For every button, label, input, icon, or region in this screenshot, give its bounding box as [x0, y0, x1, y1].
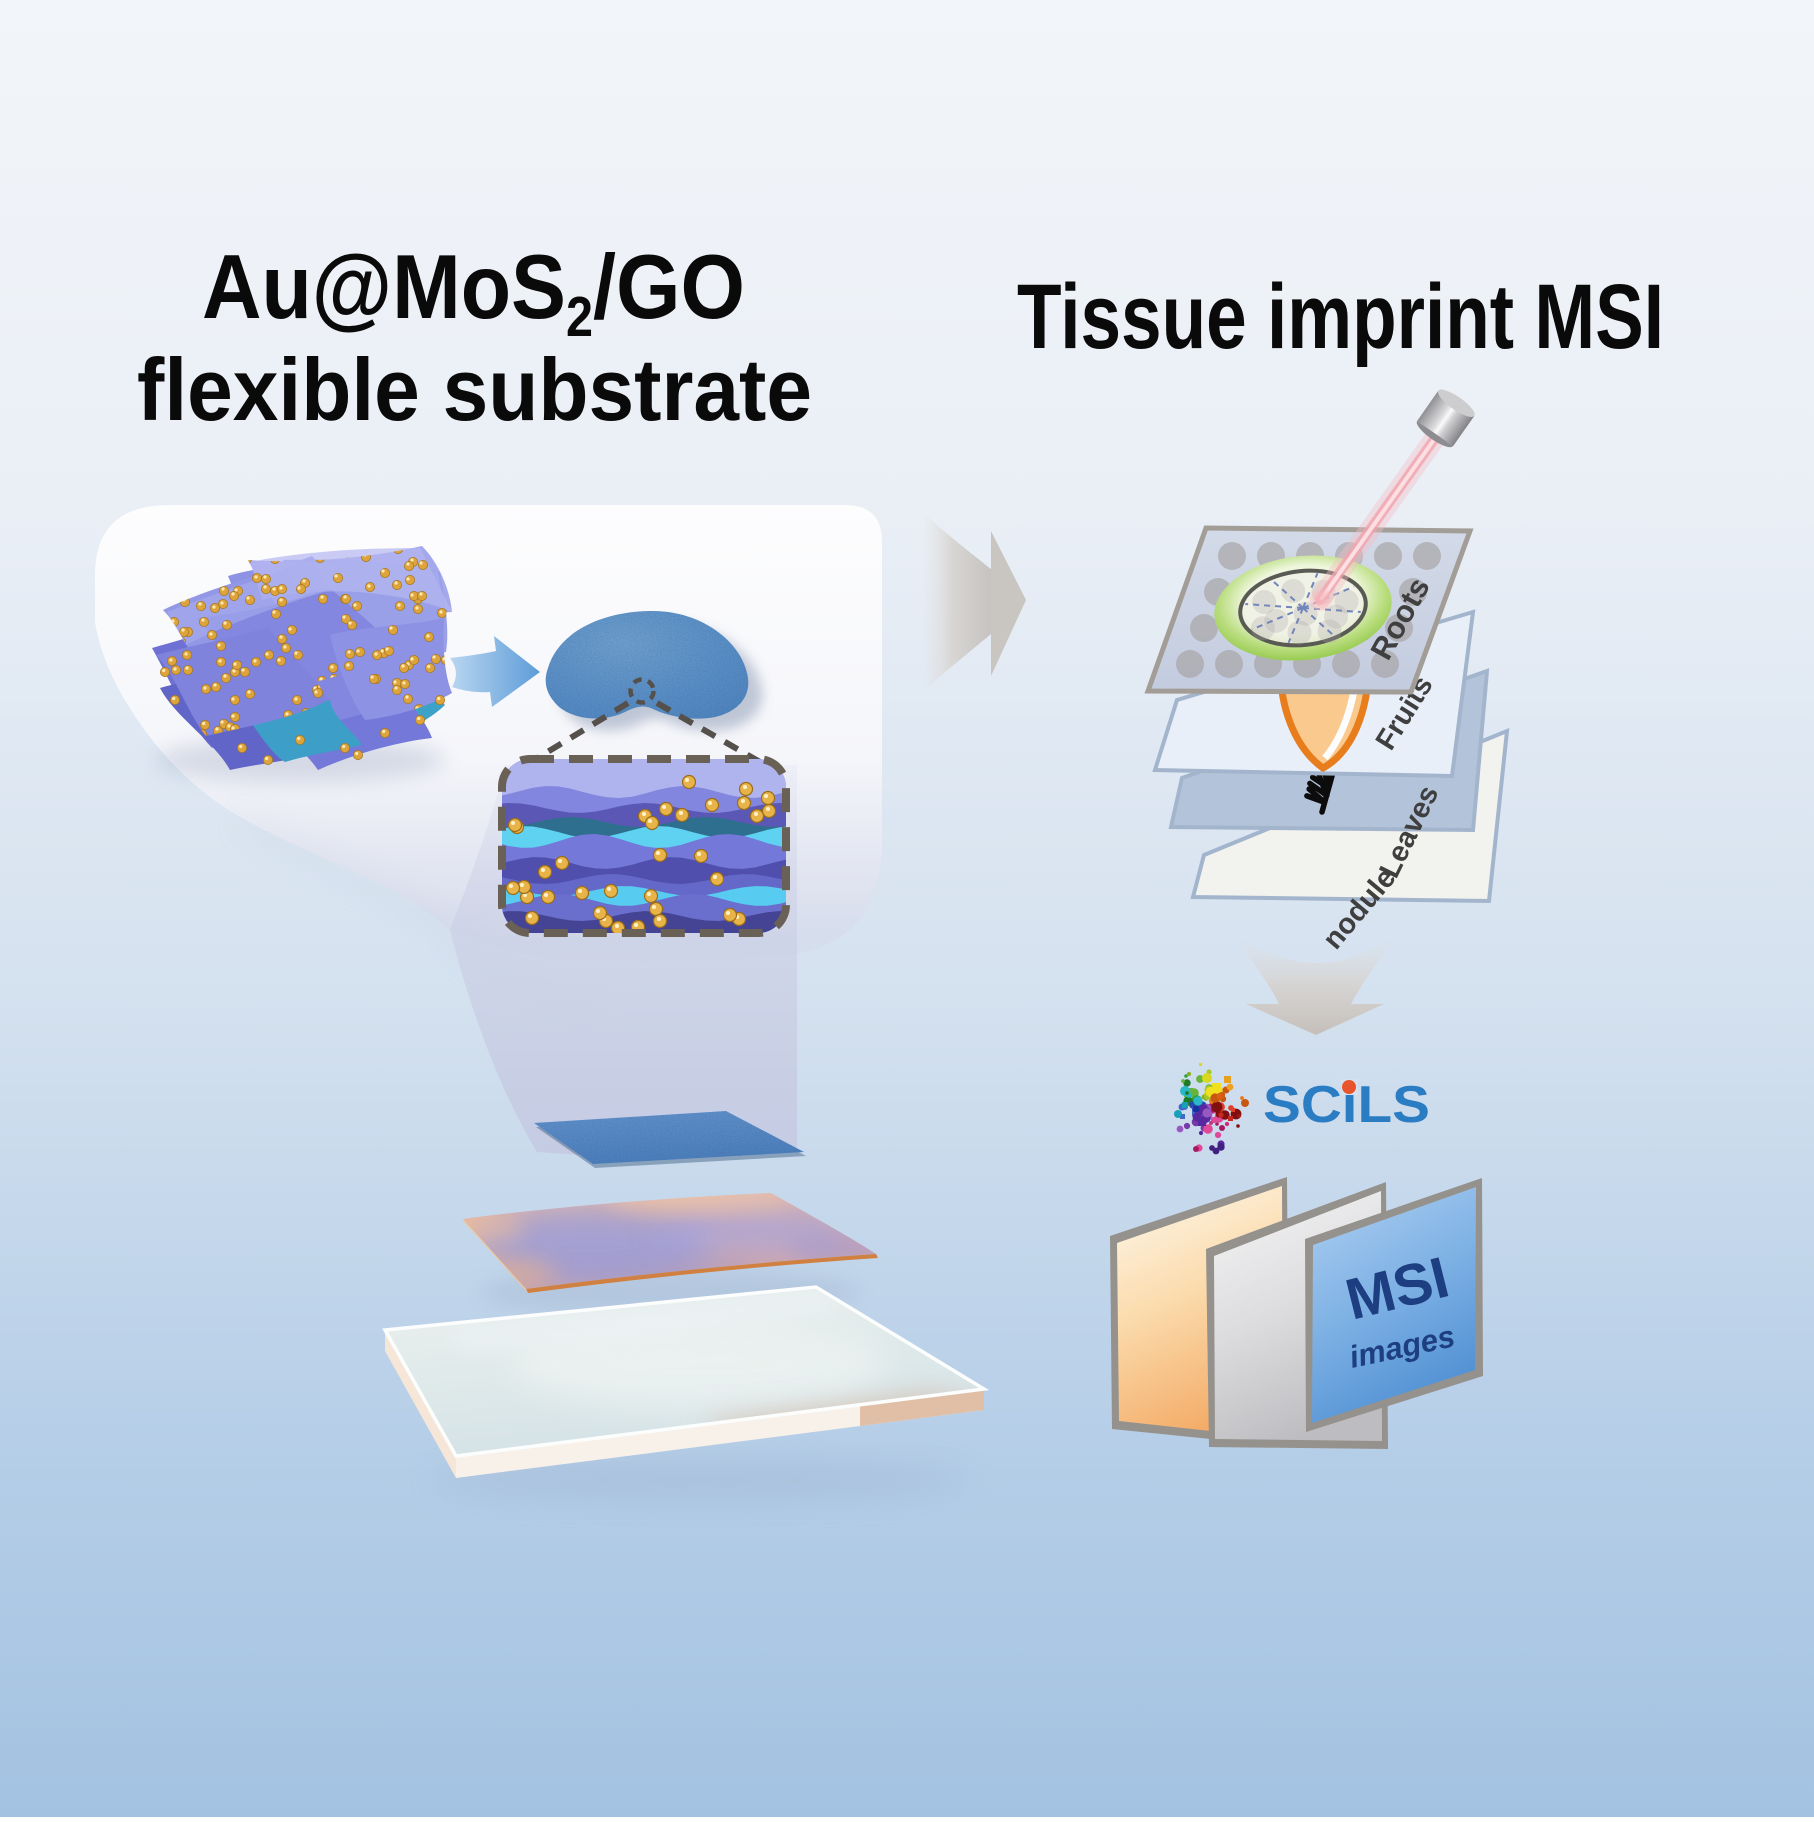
svg-text:Au@MoS: Au@MoS — [202, 237, 566, 338]
svg-text:Tissue imprint MSI: Tissue imprint MSI — [1017, 266, 1664, 368]
svg-text:2: 2 — [566, 285, 593, 349]
svg-text:/GO: /GO — [593, 237, 745, 338]
svg-text:flexible substrate: flexible substrate — [137, 340, 812, 439]
